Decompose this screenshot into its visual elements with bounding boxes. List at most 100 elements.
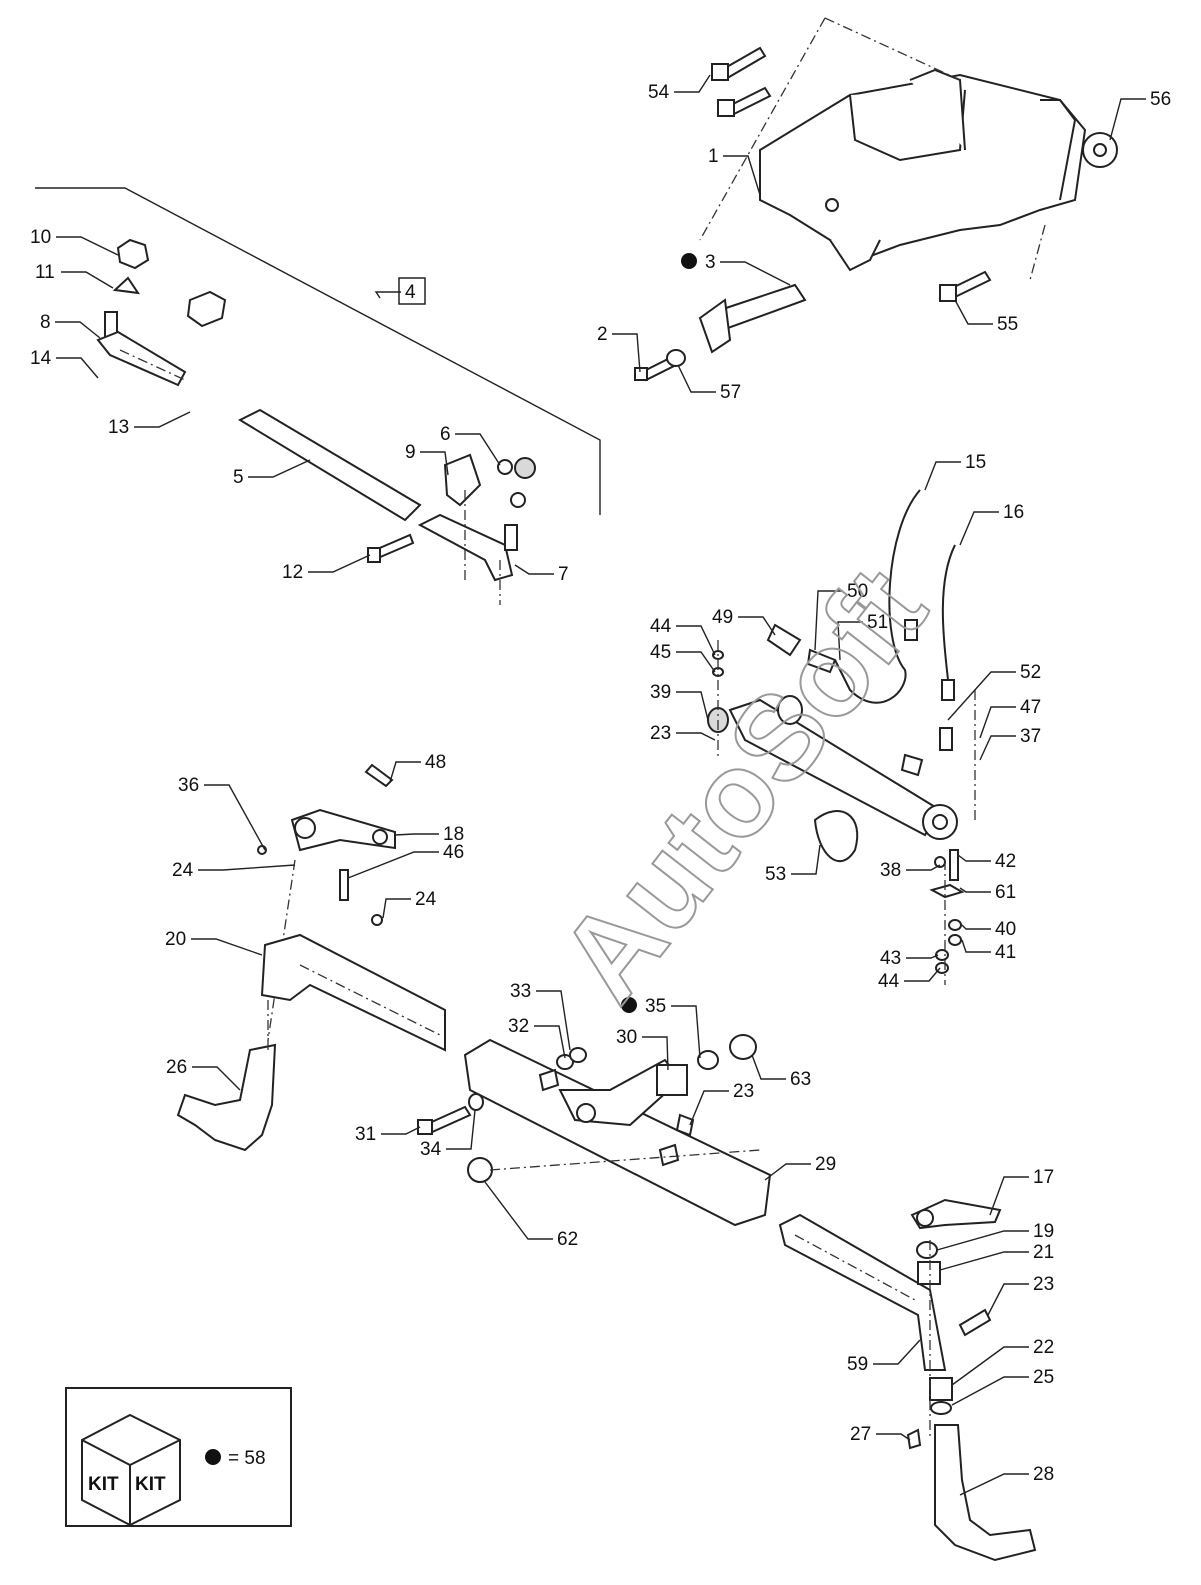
leader-line-53 [791,844,821,875]
callout-labels: 1234567891011121314151617181920212223242… [30,74,1171,1496]
leader-line-2 [612,333,641,373]
callout-9: 9 [405,442,416,463]
callout-31: 31 [355,1124,376,1145]
leader-line-24 [198,864,296,871]
callout-35: 35 [645,996,666,1017]
callout-48: 48 [425,752,446,773]
leader-line-49 [738,616,776,636]
callout-36: 36 [178,775,199,796]
leader-line-8 [55,321,101,339]
bolt-55 [939,270,992,302]
callout-18: 18 [443,824,464,845]
leader-line-42 [957,854,991,862]
leader-line-36 [204,784,266,851]
callout-10: 10 [30,227,51,248]
callout-32: 32 [508,1016,529,1037]
leader-line-43 [906,954,939,959]
callout-15: 15 [965,452,986,473]
leader-line-23 [689,1090,729,1126]
leader-line-21 [939,1251,1029,1271]
leader-line-3 [720,261,791,286]
callout-6: 6 [440,424,451,445]
leader-line-20 [191,938,263,956]
callout-44: 44 [650,616,672,637]
leader-line-31 [381,1126,421,1135]
callout-25: 25 [1033,1367,1054,1388]
callout-17: 17 [1033,1167,1054,1188]
callout-34: 34 [420,1139,442,1160]
leader-line-48 [389,761,421,783]
callout-16: 16 [1003,502,1024,523]
callout-8: 8 [40,312,51,333]
leader-line-10 [56,236,119,256]
leader-line-5 [248,459,311,478]
leader-line-56 [1109,98,1146,141]
leader-line-30 [642,1036,669,1071]
kit-bullet-icon [205,1449,221,1465]
leader-line-40 [961,924,991,930]
leader-line-51 [837,621,863,661]
callout-56: 56 [1150,89,1171,110]
callout-38: 38 [880,860,901,881]
washer-57 [666,349,686,367]
steering-arm-18 [257,763,396,1041]
leader-line-34 [446,1109,476,1150]
callout-3: 3 [705,252,716,273]
leader-line-11 [61,271,114,289]
cylinder-fasteners [929,849,965,985]
leader-line-52 [947,671,1016,721]
callout-24: 24 [172,860,194,881]
leader-line-61 [959,887,991,893]
leader-line-12 [308,554,371,573]
callout-22: 22 [1033,1337,1054,1358]
kit-label-left: KIT [88,1474,119,1495]
callout-55: 55 [997,314,1018,335]
callout-63: 63 [790,1069,811,1090]
leader-line-35 [671,1005,701,1059]
leader-line-59 [873,1339,921,1365]
callout-62: 62 [557,1229,578,1250]
leader-line-63 [751,1054,786,1080]
bolt-54 [711,46,767,82]
steering-arm-17 [910,1198,1002,1230]
leader-line-26 [192,1066,241,1091]
callout-23: 23 [1033,1274,1054,1295]
leader-line-62 [484,1181,553,1240]
callout-41: 41 [995,942,1016,963]
callout-7: 7 [558,564,569,585]
hydraulic-lines [766,489,956,704]
leader-line-39 [676,691,709,721]
leader-line-45 [676,651,716,673]
leader-line-15 [924,461,961,491]
callout-24: 24 [415,889,437,910]
callout-52: 52 [1020,662,1041,683]
callout-26: 26 [166,1057,187,1078]
leader-line-19 [936,1230,1029,1251]
leader-line-23 [676,732,716,741]
axle-pivot-fasteners [417,1034,757,1183]
plug-27 [906,1428,922,1450]
leader-line-55 [954,299,993,325]
washer-56 [1082,132,1118,168]
callout-19: 19 [1033,1221,1054,1242]
leader-line-44 [676,625,716,656]
leader-line-17 [989,1176,1029,1216]
leader-line-29 [764,1163,811,1181]
callout-23: 23 [650,723,671,744]
axle-arm-left-20 [260,933,446,1052]
leader-line-54 [674,74,711,93]
callout-1: 1 [708,146,719,167]
callout-57: 57 [720,382,741,403]
axle-beam-29 [463,1038,772,1227]
leader-line-33 [536,990,571,1051]
callout-42: 42 [995,851,1016,872]
callout-49: 49 [712,607,733,628]
leader-line-18 [394,833,439,836]
callout-20: 20 [165,929,186,950]
leader-line-44 [904,967,941,982]
callout-44: 44 [878,971,900,992]
callout-21: 21 [1033,1242,1054,1263]
kit-bullet-icon [681,253,697,269]
leader-line-37 [979,735,1016,761]
callout-30: 30 [616,1027,637,1048]
